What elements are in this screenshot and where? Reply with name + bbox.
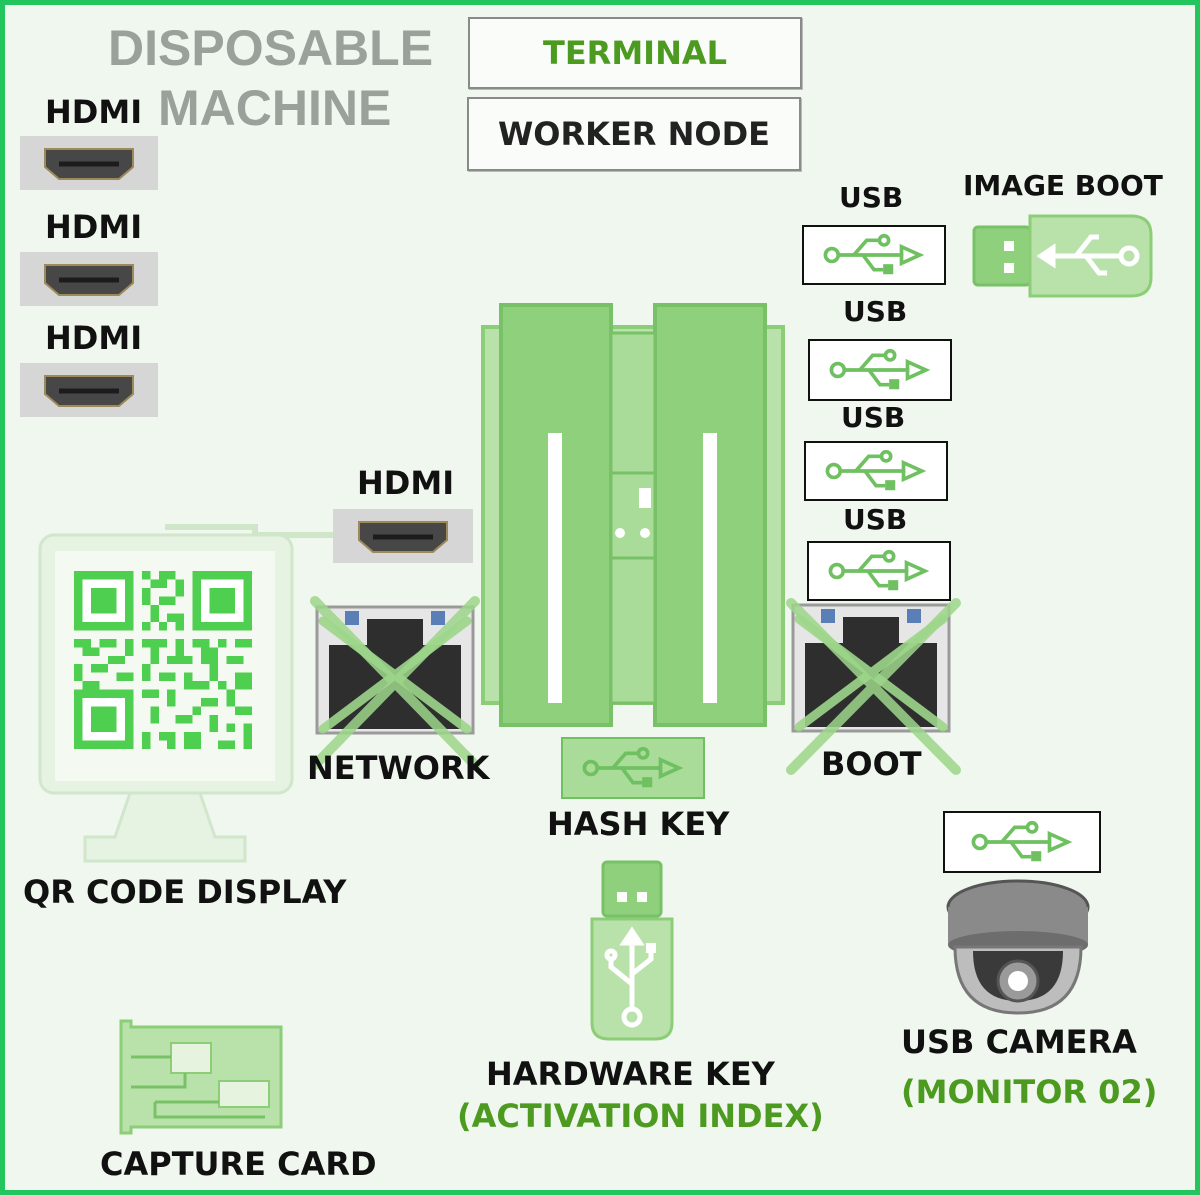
hdmi-label-3: HDMI (45, 319, 143, 357)
usb-port-4 (807, 541, 951, 601)
usb-label-2: USB (843, 295, 908, 328)
usb-stick-icon (972, 214, 1153, 298)
usb-port-2 (808, 339, 952, 401)
usb-label-4: USB (843, 503, 908, 536)
usb-symbol-icon (967, 819, 1077, 865)
usb-camera-sublabel: (MONITOR 02) (901, 1073, 1158, 1111)
hdmi-port-icon (39, 259, 139, 299)
usb-stick-icon (590, 860, 674, 1041)
network-label: NETWORK (307, 749, 490, 787)
usb-symbol-icon (821, 448, 931, 494)
hdmi-port-icon (39, 370, 139, 410)
cross-icon (786, 598, 961, 775)
capture-card-label: CAPTURE CARD (100, 1145, 377, 1183)
hdmi-label-2: HDMI (45, 208, 143, 246)
boot-label: BOOT (821, 745, 922, 783)
title-line-1: DISPOSABLE (108, 20, 434, 76)
worker-node-button[interactable]: WORKER NODE (467, 97, 801, 171)
usb-label-3: USB (841, 401, 906, 434)
qr-code-icon (74, 571, 252, 749)
hardware-key-label: HARDWARE KEY (486, 1055, 775, 1093)
qr-code-display-label: QR CODE DISPLAY (23, 873, 347, 911)
hdmi-port-icon (353, 516, 453, 556)
hdmi-center-label: HDMI (357, 464, 455, 502)
title-line-2: MACHINE (158, 80, 392, 136)
usb-symbol-icon (825, 347, 935, 393)
capture-card-icon (119, 1019, 283, 1135)
camera-usb-port (943, 811, 1101, 873)
hdmi-port-3 (20, 363, 158, 417)
hardware-key-sublabel: (ACTIVATION INDEX) (457, 1097, 824, 1135)
hash-key-label: HASH KEY (547, 805, 730, 843)
cross-icon (310, 596, 480, 770)
hdmi-port-center (333, 509, 473, 563)
terminal-button[interactable]: TERMINAL (468, 17, 802, 89)
hash-key-port (561, 737, 705, 799)
hdmi-port-1 (20, 136, 158, 190)
hdmi-label-1: HDMI (45, 93, 143, 131)
hdmi-port-2 (20, 252, 158, 306)
server-tower-icon (481, 303, 785, 727)
usb-port-3 (804, 441, 948, 501)
usb-symbol-icon (824, 548, 934, 594)
usb-camera-label: USB CAMERA (901, 1023, 1137, 1061)
usb-symbol-icon (578, 745, 688, 791)
image-boot-label: IMAGE BOOT (963, 169, 1163, 202)
hdmi-port-icon (39, 143, 139, 183)
usb-port-1 (802, 225, 946, 285)
usb-label-1: USB (839, 181, 904, 214)
usb-symbol-icon (819, 232, 929, 278)
dome-camera-icon (946, 879, 1090, 1015)
